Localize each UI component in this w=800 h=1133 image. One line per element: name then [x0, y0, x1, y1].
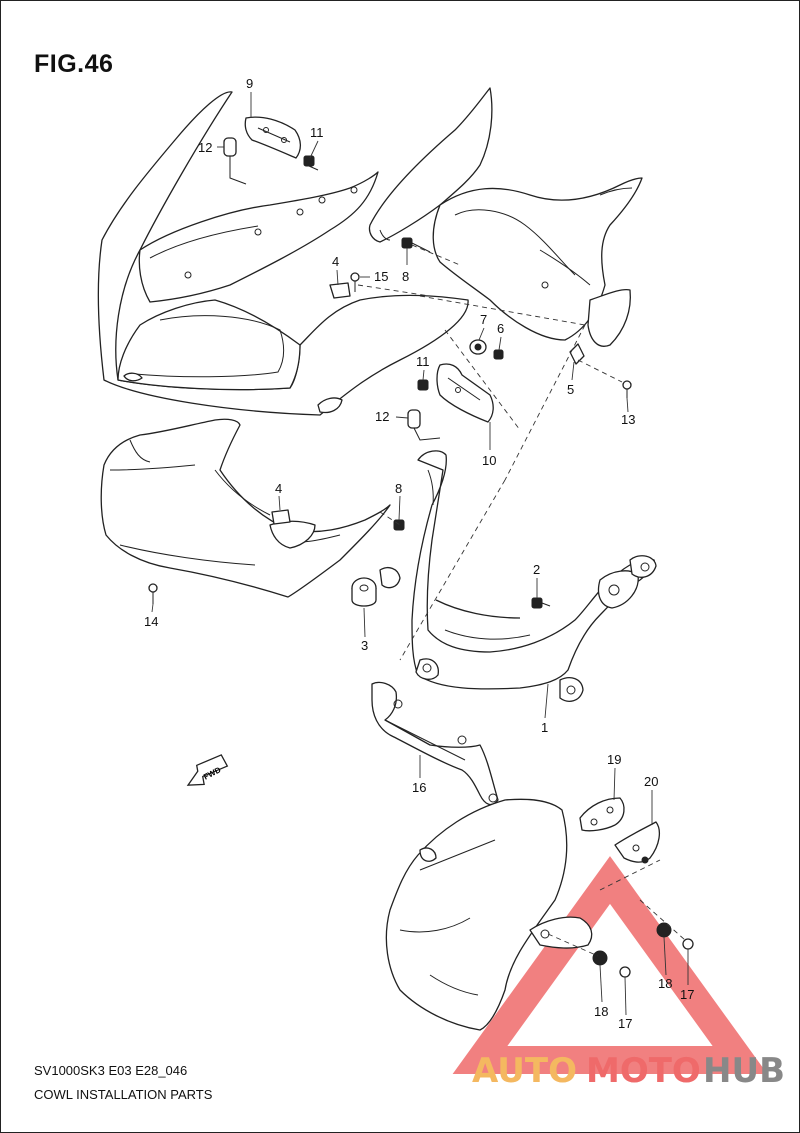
part-4-lower-clip: [271, 509, 291, 525]
callout-20: 20: [644, 774, 658, 789]
part-10-bracket: [436, 363, 494, 423]
part-2-bolt: [531, 597, 551, 609]
part-4-upper-clip: [329, 282, 351, 299]
callout-16: 16: [412, 780, 426, 795]
part-5-bracket: [569, 343, 585, 365]
callout-11-lower: 11: [416, 354, 430, 369]
part-15-screw: [350, 272, 360, 292]
callout-18-right: 18: [658, 976, 672, 991]
forward-arrow-icon: FWD: [186, 754, 229, 786]
part-19-bracket: [579, 797, 625, 832]
callout-10: 10: [482, 453, 496, 468]
part-9-bracket: [244, 116, 302, 159]
callout-7: 7: [480, 312, 487, 327]
figure-description: COWL INSTALLATION PARTS: [34, 1087, 213, 1102]
bracket-16: [371, 681, 499, 806]
callout-11-upper: 11: [310, 125, 324, 140]
leader-lines: [151, 92, 689, 1016]
part-6-bolt: [493, 349, 504, 360]
part-8-upper-bolt: [401, 237, 431, 253]
callout-15: 15: [374, 269, 388, 284]
part-12-upper: [223, 137, 247, 185]
assembly-lines: [357, 244, 686, 957]
callout-13: 13: [621, 412, 635, 427]
callout-2: 2: [533, 562, 540, 577]
watermark-logo: [452, 856, 768, 1074]
cowl-brace: [379, 450, 657, 702]
callout-labels: 9 12 11 4 15 8 7 6 5 13 11 12 10 4 8 14 …: [144, 76, 694, 1031]
watermark-text: AUTO MOTO HUB: [472, 1051, 785, 1091]
callout-14: 14: [144, 614, 158, 629]
callout-4-lower: 4: [275, 481, 282, 496]
callout-4-upper: 4: [332, 254, 339, 269]
part-7-grommet: [469, 339, 487, 355]
callout-18-left: 18: [594, 1004, 608, 1019]
callout-17-left: 17: [618, 1016, 632, 1031]
part-3-grommet: [351, 577, 377, 607]
part-11-lower-bolt: [417, 379, 429, 391]
part-12-lower: [407, 409, 441, 441]
callout-5: 5: [567, 382, 574, 397]
part-8-lower-bolt: [393, 519, 405, 531]
callout-3: 3: [361, 638, 368, 653]
callout-6: 6: [497, 321, 504, 336]
callout-12-lower: 12: [375, 409, 389, 424]
side-cowl-right: [368, 87, 643, 347]
callout-12-upper: 12: [198, 140, 212, 155]
part-17-bolt-left: [619, 966, 631, 978]
model-code: SV1000SK3 E03 E28_046: [34, 1063, 188, 1078]
part-14-screw: [148, 583, 158, 604]
callout-19: 19: [607, 752, 621, 767]
figure-title: FIG.46: [34, 50, 114, 78]
watermark-auto: AUTO: [472, 1051, 577, 1091]
watermark-moto: MOTO: [586, 1051, 701, 1091]
part-20-bracket: [614, 821, 661, 864]
upper-cowl: [97, 91, 469, 416]
part-17-bolt-right: [682, 938, 694, 950]
part-18-grommet-left: [592, 950, 608, 966]
callout-9: 9: [246, 76, 253, 91]
watermark-hub: HUB: [703, 1051, 785, 1091]
callout-17-right: 17: [680, 987, 694, 1002]
callout-1: 1: [541, 720, 548, 735]
lower-cowl: [100, 418, 391, 598]
callout-8-upper: 8: [402, 269, 409, 284]
part-11-upper-bolt: [303, 155, 319, 171]
part-13-screw: [622, 380, 632, 398]
callout-8-lower: 8: [395, 481, 402, 496]
lower-fairing: [385, 798, 593, 1031]
